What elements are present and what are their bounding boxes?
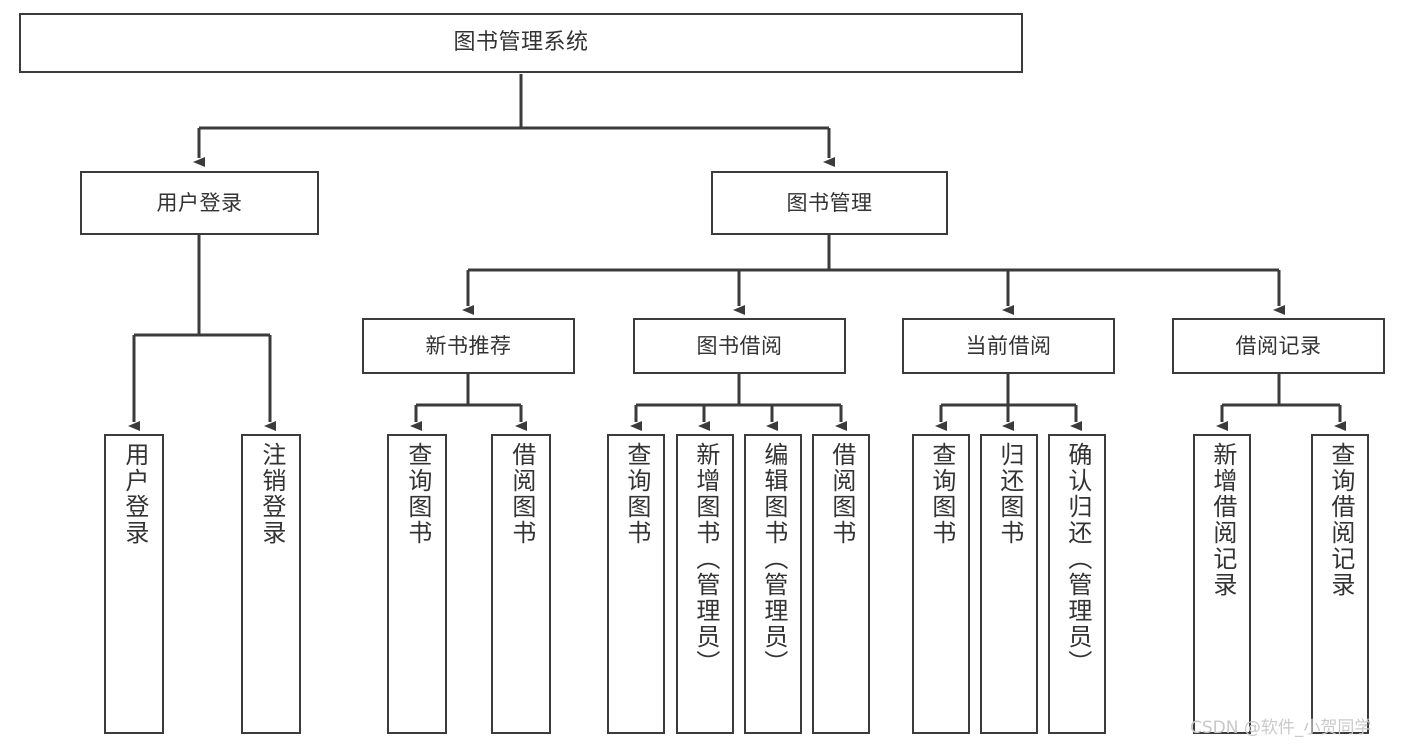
leaf-new-book-borrow-label: 借阅图书 [507, 442, 536, 546]
leaf-current-borrow-query-label: 查询图书 [927, 442, 956, 546]
leaf-book-borrow-add-label: 新增图书（管理员） [691, 442, 720, 676]
leaf-book-borrow-query-label: 查询图书 [622, 442, 651, 546]
node-new-book-recommend[interactable]: 新书推荐 [362, 318, 575, 374]
leaf-new-book-borrow[interactable]: 借阅图书 [491, 434, 551, 734]
leaf-current-borrow-confirm-label: 确认归还（管理员） [1063, 442, 1092, 676]
csdn-watermark: CSDN @软件_小贺同学 [1190, 718, 1372, 738]
leaf-new-book-query-label: 查询图书 [403, 442, 432, 546]
leaf-borrow-record-add[interactable]: 新增借阅记录 [1193, 434, 1251, 734]
leaf-user-login-login-label: 用户登录 [120, 442, 149, 546]
leaf-borrow-record-query[interactable]: 查询借阅记录 [1311, 434, 1369, 734]
leaf-current-borrow-return[interactable]: 归还图书 [980, 434, 1038, 734]
node-current-borrow-label: 当前借阅 [965, 333, 1052, 358]
leaf-user-login-logout-label: 注销登录 [257, 442, 286, 546]
leaf-book-borrow-edit[interactable]: 编辑图书（管理员） [744, 434, 802, 734]
leaf-current-borrow-return-label: 归还图书 [995, 442, 1024, 546]
node-book-management-label: 图书管理 [786, 190, 873, 215]
node-borrow-record[interactable]: 借阅记录 [1172, 318, 1385, 374]
leaf-book-borrow-borrow-label: 借阅图书 [827, 442, 856, 546]
leaf-user-login-login[interactable]: 用户登录 [104, 434, 164, 734]
leaf-user-login-logout[interactable]: 注销登录 [241, 434, 301, 734]
node-book-management[interactable]: 图书管理 [711, 171, 948, 235]
node-user-login-label: 用户登录 [156, 190, 243, 215]
node-user-login[interactable]: 用户登录 [80, 171, 319, 235]
node-borrow-record-label: 借阅记录 [1235, 333, 1322, 358]
leaf-new-book-query[interactable]: 查询图书 [387, 434, 447, 734]
leaf-book-borrow-borrow[interactable]: 借阅图书 [812, 434, 870, 734]
leaf-current-borrow-confirm[interactable]: 确认归还（管理员） [1048, 434, 1106, 734]
node-book-borrow[interactable]: 图书借阅 [633, 318, 846, 374]
node-book-borrow-label: 图书借阅 [696, 333, 783, 358]
leaf-book-borrow-add[interactable]: 新增图书（管理员） [676, 434, 734, 734]
leaf-borrow-record-query-label: 查询借阅记录 [1326, 442, 1355, 598]
leaf-book-borrow-query[interactable]: 查询图书 [607, 434, 665, 734]
node-root[interactable]: 图书管理系统 [19, 13, 1023, 73]
leaf-borrow-record-add-label: 新增借阅记录 [1208, 442, 1237, 598]
leaf-current-borrow-query[interactable]: 查询图书 [912, 434, 970, 734]
node-current-borrow[interactable]: 当前借阅 [902, 318, 1115, 374]
node-root-label: 图书管理系统 [453, 30, 589, 56]
node-new-book-recommend-label: 新书推荐 [425, 333, 512, 358]
leaf-book-borrow-edit-label: 编辑图书（管理员） [759, 442, 788, 676]
